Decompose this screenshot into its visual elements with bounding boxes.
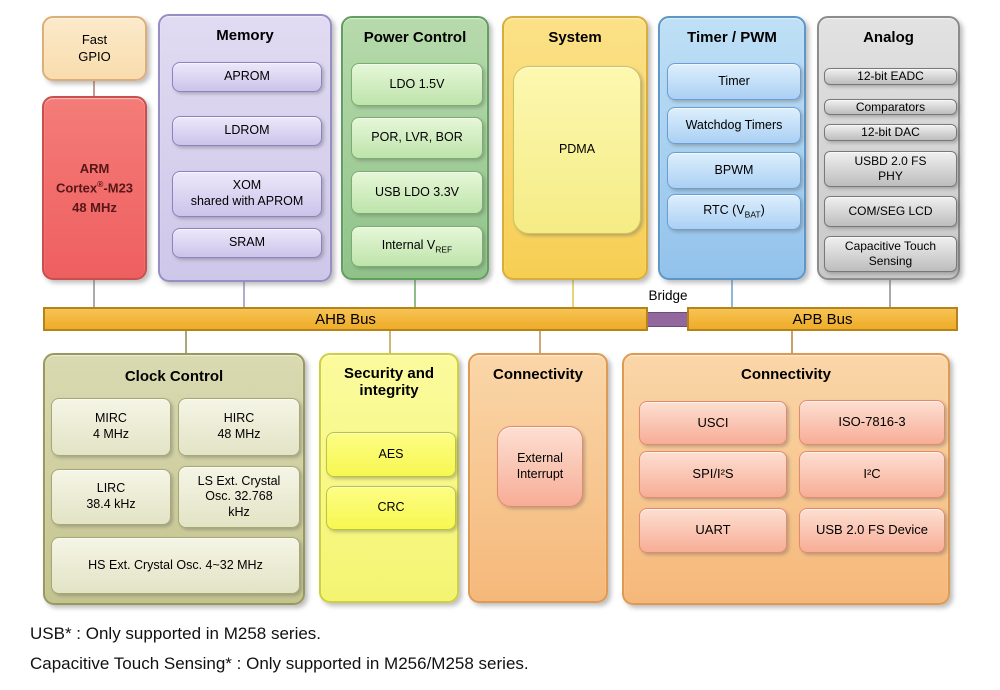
connectivity-right-title: Connectivity <box>740 366 831 383</box>
timer-item-timer: Timer <box>667 63 801 100</box>
connector-line <box>414 278 416 308</box>
clock-item-mirc: MIRC 4 MHz <box>51 398 171 456</box>
fast-gpio-block: Fast GPIO <box>42 16 147 81</box>
analog-item-cap-touch: Capacitive Touch Sensing <box>824 236 957 272</box>
fast-gpio-label: Fast GPIO <box>78 31 111 64</box>
analog-item-comparators: Comparators <box>824 99 957 115</box>
connector-line <box>93 79 95 97</box>
system-group: System PDMA <box>502 16 648 280</box>
analog-group: Analog 12-bit EADC Comparators 12-bit DA… <box>817 16 960 280</box>
timer-pwm-title: Timer / PWM <box>687 29 777 46</box>
registered-mark: ® <box>97 179 104 190</box>
memory-item-aprom: APROM <box>172 62 322 92</box>
power-item-por-lvr-bor: POR, LVR, BOR <box>351 117 483 159</box>
timer-pwm-group: Timer / PWM Timer Watchdog Timers BPWM R… <box>658 16 806 280</box>
arm-core-block: ARM Cortex®-M23 48 MHz <box>42 96 147 280</box>
footnote-cap-touch: Capacitive Touch Sensing* : Only support… <box>30 654 529 673</box>
memory-item-sram: SRAM <box>172 228 322 258</box>
analog-item-eadc: 12-bit EADC <box>824 68 957 85</box>
arm-line2: Cortex®-M23 <box>55 179 134 196</box>
clock-control-title: Clock Control <box>124 368 224 385</box>
connector-line <box>791 330 793 354</box>
system-item-pdma: PDMA <box>513 66 641 234</box>
connectivity-item-spi-i2s: SPI/I²S <box>639 451 787 498</box>
connectivity-right-group: Connectivity USCI ISO-7816-3 SPI/I²S I²C… <box>622 353 950 605</box>
connectivity-item-i2c: I²C <box>799 451 945 498</box>
security-title: Security and integrity <box>343 365 435 400</box>
connectivity-item-uart: UART <box>639 508 787 553</box>
connector-line <box>572 278 574 308</box>
connectivity-item-iso7816: ISO-7816-3 <box>799 400 945 445</box>
analog-item-usbd-phy: USBD 2.0 FS PHY <box>824 151 957 187</box>
bridge-label: Bridge <box>648 288 688 303</box>
memory-item-ldrom: LDROM <box>172 116 322 146</box>
power-control-group: Power Control LDO 1.5V POR, LVR, BOR USB… <box>341 16 489 280</box>
bridge-connector <box>644 312 690 327</box>
connectivity-item-ext-interrupt: External Interrupt <box>497 426 583 507</box>
connectivity-left-group: Connectivity External Interrupt <box>468 353 608 603</box>
security-item-crc: CRC <box>326 486 456 530</box>
power-control-title: Power Control <box>363 29 467 46</box>
ahb-bus-label: AHB Bus <box>315 310 376 328</box>
system-title: System <box>548 29 602 46</box>
connector-line <box>731 278 733 308</box>
connector-line <box>889 278 891 308</box>
connectivity-left-title: Connectivity <box>492 366 583 383</box>
connector-line <box>389 330 391 354</box>
clock-item-hirc: HIRC 48 MHz <box>178 398 300 456</box>
clock-control-group: Clock Control MIRC 4 MHz HIRC 48 MHz LIR… <box>43 353 305 605</box>
analog-item-dac: 12-bit DAC <box>824 124 957 141</box>
connector-line <box>185 330 187 354</box>
connector-line <box>243 280 245 308</box>
analog-title: Analog <box>863 29 914 46</box>
memory-group: Memory APROM LDROM XOM shared with APROM… <box>158 14 332 282</box>
power-item-usb-ldo: USB LDO 3.3V <box>351 171 483 214</box>
footnote-usb: USB* : Only supported in M258 series. <box>30 624 322 643</box>
arm-line1: ARM <box>79 160 110 176</box>
clock-item-ls-crystal: LS Ext. Crystal Osc. 32.768 kHz <box>178 466 300 528</box>
connectivity-item-usb-device: USB 2.0 FS Device <box>799 508 945 553</box>
ahb-bus-bar: AHB Bus <box>43 307 648 331</box>
security-group: Security and integrity AES CRC <box>319 353 459 603</box>
memory-title: Memory <box>216 27 274 44</box>
timer-item-bpwm: BPWM <box>667 152 801 189</box>
clock-item-lirc: LIRC 38.4 kHz <box>51 469 171 525</box>
connectivity-item-usci: USCI <box>639 401 787 445</box>
connector-line <box>539 330 541 354</box>
power-item-vref: Internal VREF <box>351 226 483 267</box>
apb-bus-label: APB Bus <box>792 310 853 328</box>
arm-core-label: ARM Cortex®-M23 48 MHz <box>44 98 145 278</box>
arm-line3: 48 MHz <box>72 199 117 215</box>
timer-item-watchdog: Watchdog Timers <box>667 107 801 144</box>
apb-bus-bar: APB Bus <box>687 307 958 331</box>
security-item-aes: AES <box>326 432 456 477</box>
analog-item-lcd: COM/SEG LCD <box>824 196 957 227</box>
timer-item-rtc: RTC (VBAT) <box>667 194 801 230</box>
clock-item-hs-crystal: HS Ext. Crystal Osc. 4~32 MHz <box>51 537 300 594</box>
power-item-ldo15: LDO 1.5V <box>351 63 483 106</box>
memory-item-xom: XOM shared with APROM <box>172 171 322 217</box>
connector-line <box>93 278 95 308</box>
